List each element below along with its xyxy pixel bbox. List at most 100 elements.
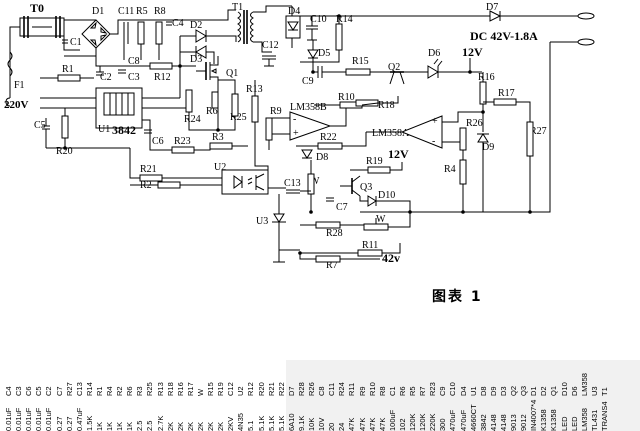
led-d10 (367, 195, 377, 207)
label-u1: U1 (98, 124, 110, 135)
capacitor-c1 (62, 39, 68, 44)
label-d7: D7 (486, 2, 498, 13)
resistor-r9 (265, 117, 273, 141)
label-r19: R19 (366, 156, 383, 167)
label-r28: R28 (326, 228, 343, 239)
svg-text:-: - (432, 136, 435, 147)
capacitor-c9 (317, 66, 323, 78)
label-d10: D10 (378, 190, 395, 201)
label-12v-top: 12V (462, 45, 483, 59)
label-r6: R6 (206, 106, 218, 117)
resistor-r15 (345, 68, 371, 76)
transistor-q2 (384, 71, 405, 85)
label-r20: R20 (56, 146, 73, 157)
resistor-r12 (149, 62, 173, 70)
zener-d9 (477, 133, 489, 143)
label-w2: W (376, 214, 386, 225)
shunt-regulator-u3 (272, 213, 286, 223)
capacitor-c11 (123, 22, 129, 44)
led-d6 (427, 58, 443, 79)
junction-dots (63, 14, 532, 255)
label-t1: T1 (232, 2, 243, 13)
label-d5: D5 (318, 48, 330, 59)
label-c3: C3 (128, 72, 140, 83)
label-c7: C7 (336, 202, 348, 213)
resistor-r14 (335, 23, 343, 51)
capacitor-c13 (286, 189, 300, 194)
transistor-q3 (340, 175, 361, 197)
label-r1: R1 (62, 64, 74, 75)
bom-value: TRANS4 (599, 401, 609, 431)
resistor-r5 (137, 21, 145, 45)
svg-text:-: - (293, 114, 296, 125)
label-c8: C8 (128, 56, 140, 67)
label-r21: R21 (140, 164, 157, 175)
diode-d4 (285, 15, 301, 39)
label-r17: R17 (498, 88, 515, 99)
label-u3: U3 (256, 216, 268, 227)
bom-part: T1 (599, 387, 609, 396)
resistor-r16 (479, 81, 487, 105)
capacitor-c7 (326, 197, 334, 202)
label-c9: C9 (302, 76, 314, 87)
output-rating-label: DC 42V-1.8A (470, 29, 538, 43)
label-r8: R8 (154, 6, 166, 17)
output-terminal-negative (577, 38, 595, 46)
optocoupler-u2 (221, 169, 269, 195)
label-c10: C10 (310, 14, 327, 25)
capacitor-c3 (118, 69, 126, 74)
resistor-r20 (61, 115, 69, 139)
table-shade (286, 360, 640, 431)
label-r23: R23 (174, 136, 191, 147)
label-r24: R24 (184, 114, 201, 125)
output-terminal-positive (577, 12, 595, 20)
label-r14: R14 (336, 14, 353, 25)
label-d4: D4 (288, 6, 300, 17)
label-d1: D1 (92, 6, 104, 17)
label-r15: R15 (352, 56, 369, 67)
transformer-t1 (237, 10, 254, 44)
resistor-r26 (459, 127, 467, 151)
label-c5: C5 (34, 120, 46, 131)
label-r4: R4 (444, 164, 456, 175)
label-r5: R5 (136, 6, 148, 17)
capacitor-c2 (96, 66, 104, 76)
capacitor-c4 (166, 21, 172, 26)
label-lm358b: LM358B (290, 102, 327, 113)
mosfet-q1 (196, 56, 219, 92)
label-q2: Q2 (388, 62, 400, 73)
resistor-r19 (367, 166, 391, 174)
diode-d8 (301, 149, 313, 159)
label-42v: 42v (382, 251, 400, 265)
label-d9: D9 (482, 142, 494, 153)
resistor-r3 (209, 142, 233, 150)
resistor-r7 (315, 255, 341, 263)
pwm-controller-u1 (95, 87, 143, 129)
capacitor-c10 (306, 25, 318, 41)
label-r7: R7 (326, 260, 338, 271)
label-w1: W (310, 176, 320, 187)
label-c6: C6 (152, 136, 164, 147)
resistor-r17 (493, 98, 517, 106)
label-12v-mid: 12V (388, 147, 409, 161)
opamp-lm358b: -+ (289, 111, 332, 141)
label-q3: Q3 (360, 182, 372, 193)
label-r12: R12 (154, 72, 171, 83)
bridge-rectifier-d1 (81, 19, 111, 49)
resistor-r28 (315, 221, 341, 229)
label-d2: D2 (190, 20, 202, 31)
label-r3: R3 (212, 132, 224, 143)
svg-text:+: + (432, 116, 438, 127)
resistor-r11 (357, 249, 383, 257)
label-d3: D3 (190, 54, 202, 65)
label-r26: R26 (466, 118, 483, 129)
input-choke-t0 (19, 16, 65, 38)
diode-d2 (195, 29, 207, 43)
label-d6: D6 (428, 48, 440, 59)
label-r11: R11 (362, 240, 378, 251)
label-c11: C11 (118, 6, 134, 17)
label-d8: D8 (316, 152, 328, 163)
label-q1: Q1 (226, 68, 238, 79)
